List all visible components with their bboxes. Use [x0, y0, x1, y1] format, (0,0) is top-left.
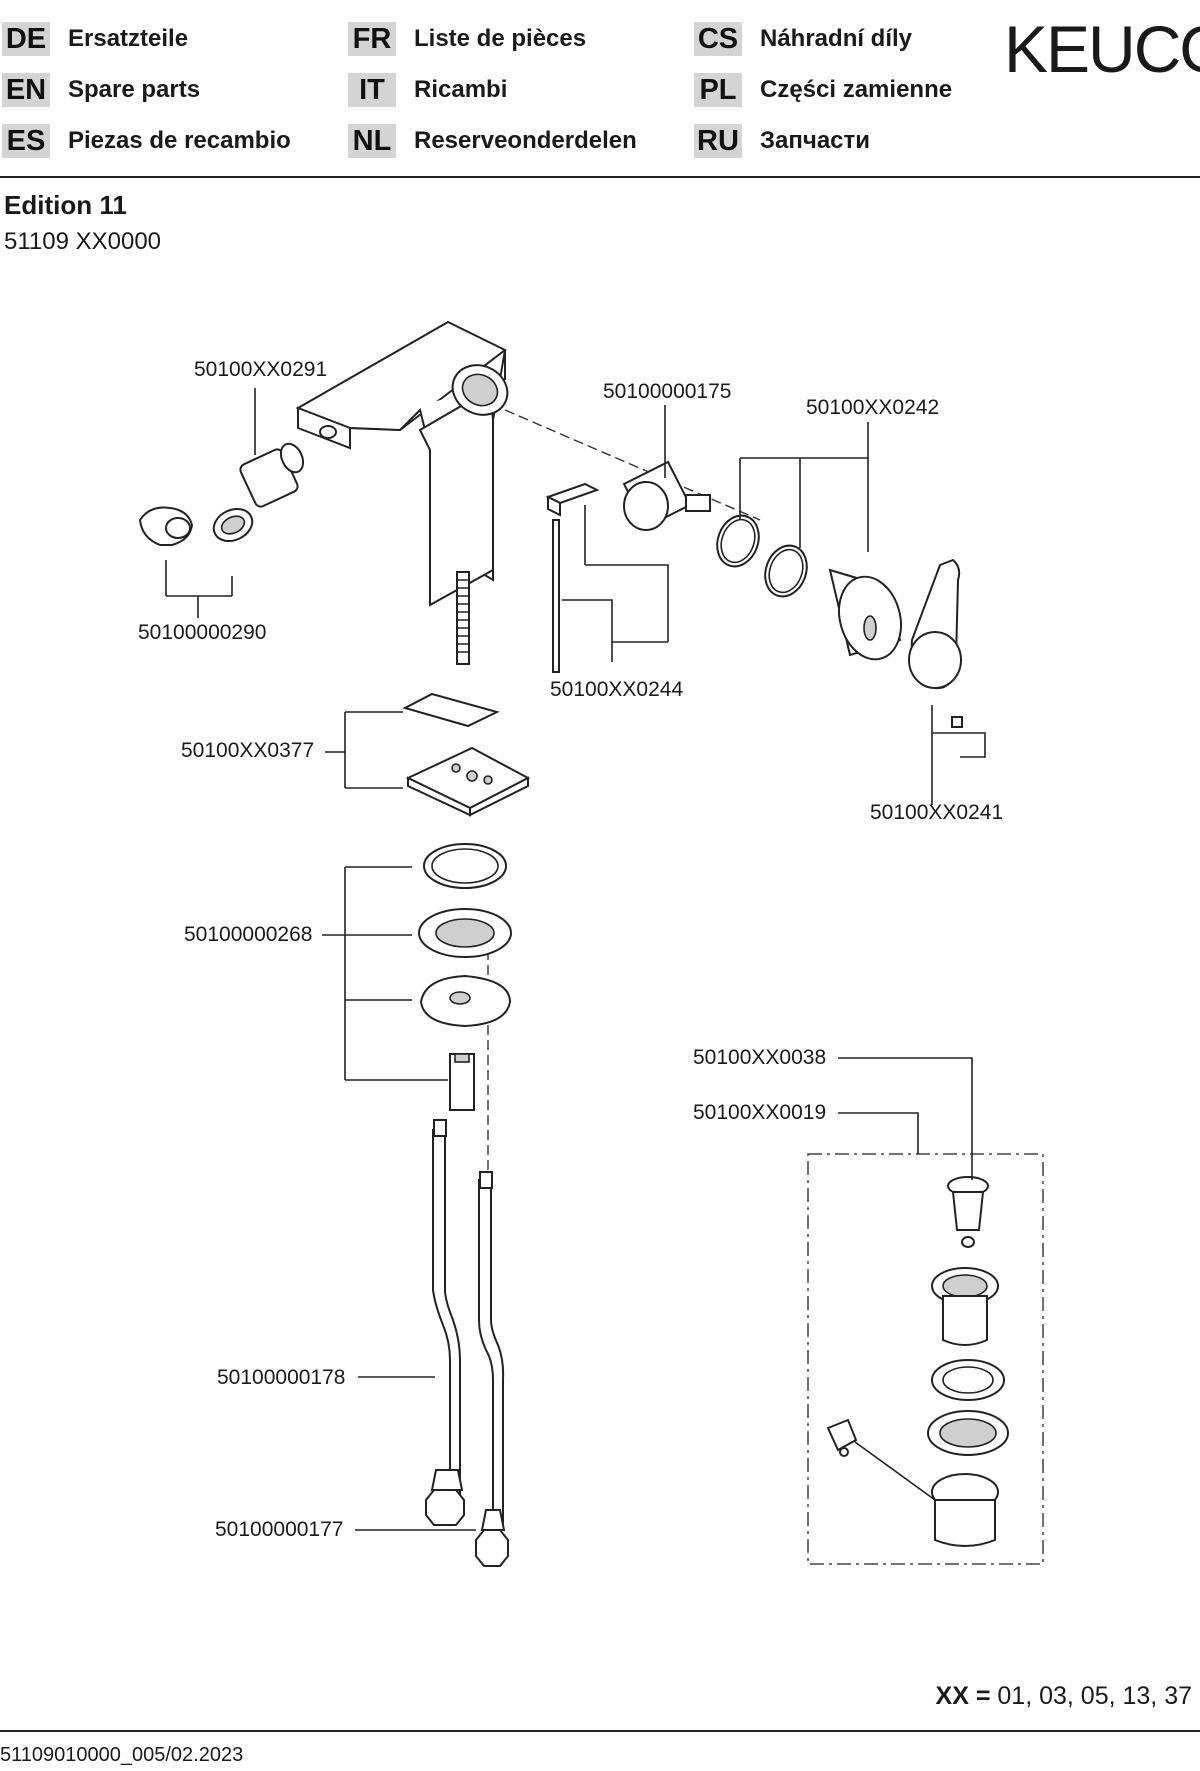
lang-name: Liste de pièces: [414, 25, 587, 52]
part-number-label: 50100000178: [217, 1366, 346, 1389]
o-rings-drawing: [716, 514, 902, 661]
part-number-label: 50100XX0244: [550, 678, 684, 701]
part-number-label: 50100XX0038: [693, 1046, 827, 1069]
lang-name: Piezas de recambio: [68, 127, 291, 154]
header-divider: [0, 176, 1200, 178]
leader-lines: [165, 388, 986, 1531]
product-number: 51109 XX0000: [4, 228, 162, 255]
lang-name: Reserveonderdelen: [414, 127, 637, 154]
aerator-drawing: [138, 442, 305, 546]
part-number-label: 50100XX0242: [806, 396, 940, 419]
lang-code: RU: [694, 124, 742, 158]
drain-assembly-drawing: [826, 1176, 1009, 1547]
part-number-label: 50100000175: [603, 380, 732, 403]
lang-code: CS: [694, 22, 742, 56]
lang-name: Ricambi: [414, 76, 508, 103]
document-id: 51109010000_005/02.2023: [0, 1744, 244, 1766]
lang-name: Części zamienne: [760, 76, 953, 103]
lang-name: Ersatzteile: [68, 25, 189, 52]
threaded-sleeve-drawing: [449, 1053, 475, 1111]
footer-divider: [0, 1730, 1200, 1732]
xx-finish-note: XX = 01, 03, 05, 13, 37: [936, 1682, 1192, 1711]
washers-drawing: [418, 843, 512, 1028]
part-number-label: 50100XX0019: [693, 1101, 827, 1124]
lang-name: Náhradní díly: [760, 25, 913, 52]
cartridge-drawing: [622, 460, 711, 531]
threaded-rod-drawing: [456, 571, 470, 665]
lang-code: PL: [694, 73, 742, 107]
lang-code: DE: [2, 22, 50, 56]
part-number-label: 50100000290: [138, 621, 267, 644]
drain-assembly-frame: [807, 1153, 1044, 1565]
xx-prefix: XX =: [935, 1682, 991, 1710]
lang-code: FR: [348, 22, 396, 56]
lang-code: NL: [348, 124, 396, 158]
lang-code: EN: [2, 73, 50, 107]
product-title: Edition 11: [4, 190, 127, 220]
brand-logo: KEUCO: [1004, 12, 1200, 86]
lang-code: IT: [348, 73, 396, 107]
part-number-label: 50100000177: [215, 1518, 344, 1541]
hoses-drawing: [425, 1119, 509, 1567]
lang-name: Spare parts: [68, 76, 201, 103]
faucet-body-drawing: [295, 320, 509, 607]
part-number-label: 50100XX0241: [870, 801, 1004, 824]
lang-name: Запчасти: [760, 127, 871, 154]
part-number-label: 50100XX0291: [194, 358, 328, 381]
pin-drawing: [545, 482, 600, 673]
xx-values: 01, 03, 05, 13, 37: [997, 1682, 1192, 1710]
base-plate-drawing: [402, 692, 531, 817]
part-number-label: 50100XX0377: [181, 739, 315, 762]
lever-drawing: [908, 558, 963, 728]
lang-code: ES: [2, 124, 50, 158]
part-number-label: 50100000268: [184, 923, 313, 946]
